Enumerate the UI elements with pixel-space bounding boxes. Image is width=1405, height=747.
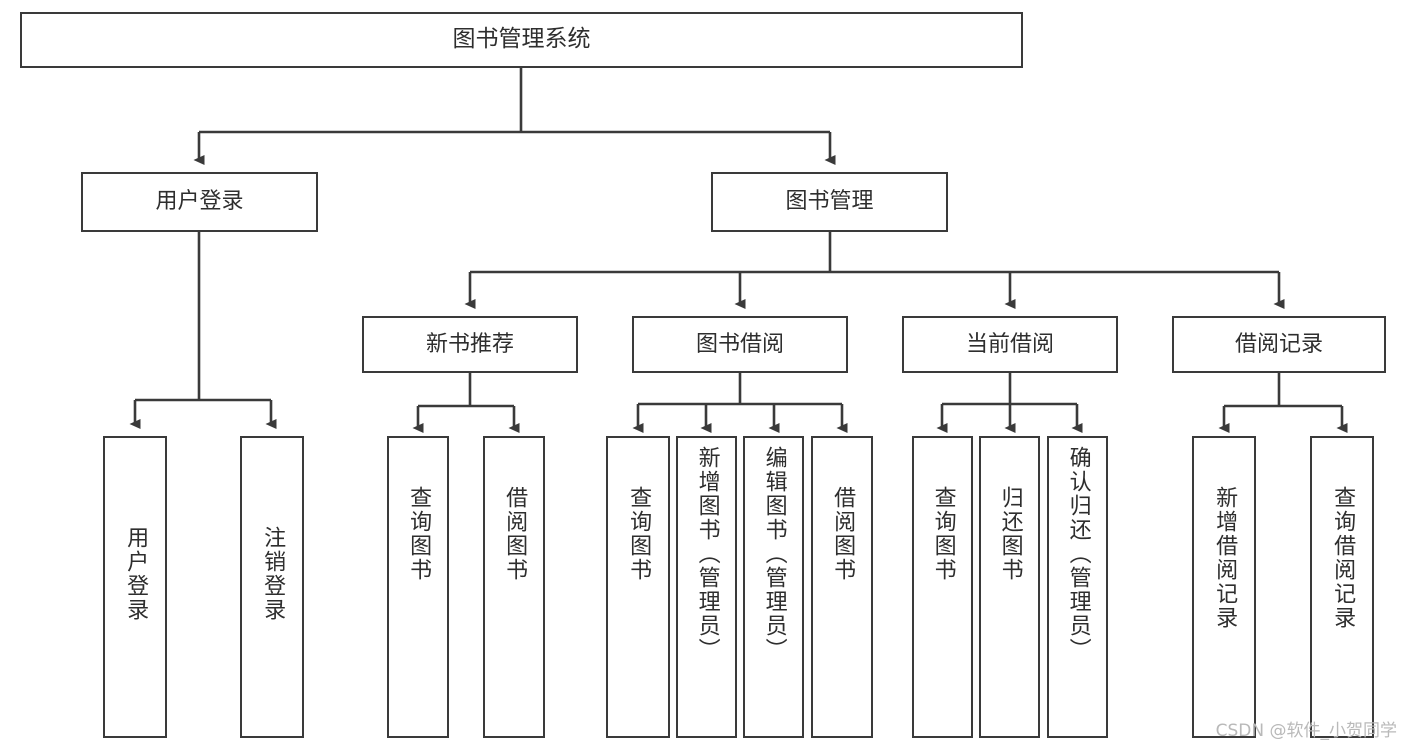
node-label: 图书管理 [785,189,874,215]
node-new-book-recommend[interactable]: 新书推荐 [362,316,578,373]
watermark-text: CSDN @软件_小贺同学 [1215,721,1397,741]
node-label: 当前借阅 [965,331,1054,357]
node-root-system[interactable]: 图书管理系统 [20,12,1023,68]
leaf-user-login-logout[interactable]: 注销登录 [240,436,304,738]
node-label: 确认归还（管理员） [1065,446,1091,662]
leaf-record-query-record[interactable]: 查询借阅记录 [1310,436,1374,738]
leaf-borrow-query-book[interactable]: 查询图书 [606,436,670,738]
node-label: 归还图书 [997,486,1023,582]
leaf-record-add-record[interactable]: 新增借阅记录 [1192,436,1256,738]
node-label: 用户登录 [155,189,244,215]
leaf-recommend-borrow-book[interactable]: 借阅图书 [483,436,545,738]
node-label: 注销登录 [260,526,286,622]
leaf-current-return-book[interactable]: 归还图书 [979,436,1040,738]
node-label: 用户登录 [123,526,149,622]
node-label: 图书借阅 [695,331,784,357]
node-label: 新增借阅记录 [1212,486,1238,630]
node-label: 编辑图书（管理员） [761,446,787,662]
node-label: 图书管理系统 [452,26,591,53]
leaf-borrow-borrow-book[interactable]: 借阅图书 [811,436,873,738]
leaf-current-query-book[interactable]: 查询图书 [912,436,973,738]
node-user-login[interactable]: 用户登录 [81,172,318,232]
leaf-borrow-edit-book[interactable]: 编辑图书（管理员） [743,436,804,738]
node-label: 查询图书 [406,486,432,582]
node-label: 查询借阅记录 [1330,486,1356,630]
node-label: 查询图书 [626,486,652,582]
leaf-current-confirm-return[interactable]: 确认归还（管理员） [1047,436,1108,738]
node-borrow-record[interactable]: 借阅记录 [1172,316,1386,373]
leaf-user-login-login[interactable]: 用户登录 [103,436,167,738]
node-current-borrow[interactable]: 当前借阅 [902,316,1118,373]
node-label: 借阅图书 [830,486,856,582]
leaf-borrow-add-book[interactable]: 新增图书（管理员） [676,436,737,738]
node-label: 新书推荐 [425,331,514,357]
node-book-management[interactable]: 图书管理 [711,172,948,232]
node-label: 新增图书（管理员） [694,446,720,662]
node-label: 借阅记录 [1234,331,1323,357]
node-label: 查询图书 [930,486,956,582]
node-book-borrow[interactable]: 图书借阅 [632,316,848,373]
node-label: 借阅图书 [502,486,528,582]
leaf-recommend-query-book[interactable]: 查询图书 [387,436,449,738]
